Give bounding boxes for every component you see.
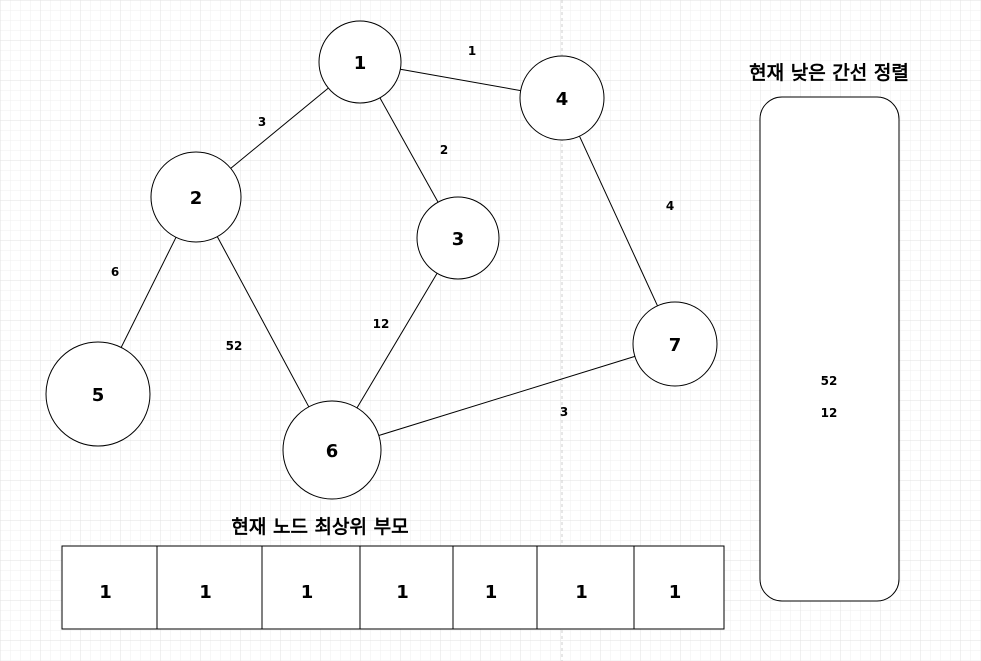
parent-cell-value: 1 bbox=[485, 582, 498, 603]
parent-cell[interactable] bbox=[61, 545, 158, 630]
sorted-edges-title: 현재 낮은 간선 정렬 bbox=[749, 62, 909, 84]
sorted-edges-list: 52 12 bbox=[821, 374, 838, 420]
node-label: 6 bbox=[326, 441, 339, 462]
edge-1-4[interactable] bbox=[400, 68, 521, 92]
node-1[interactable]: 1 bbox=[318, 20, 402, 104]
parent-cell[interactable] bbox=[536, 545, 635, 630]
parent-cell[interactable] bbox=[261, 545, 361, 630]
parent-cell[interactable] bbox=[359, 545, 454, 630]
node-label: 7 bbox=[669, 335, 682, 356]
edge-weight-label: 52 bbox=[226, 339, 243, 353]
edge-weight-label: 2 bbox=[440, 143, 448, 157]
node-label: 3 bbox=[452, 229, 465, 250]
parent-cell-value: 1 bbox=[199, 582, 212, 603]
sorted-edges-panel[interactable] bbox=[759, 96, 900, 602]
node-label: 5 bbox=[92, 385, 105, 406]
edge-1-2[interactable] bbox=[230, 87, 329, 169]
edge-weight-label: 12 bbox=[373, 317, 390, 331]
edge-4-7[interactable] bbox=[579, 135, 658, 307]
edge-1-3[interactable] bbox=[379, 97, 439, 203]
parent-cell-value: 1 bbox=[99, 582, 112, 603]
parent-array: 1 1 1 1 1 1 1 bbox=[61, 545, 725, 630]
edge-weight-label: 1 bbox=[468, 44, 476, 58]
edge-6-7[interactable] bbox=[378, 355, 636, 436]
edge-weight-label: 3 bbox=[258, 115, 266, 129]
edge-weight-label: 6 bbox=[111, 265, 119, 279]
parent-cell-value: 1 bbox=[301, 582, 314, 603]
node-circle bbox=[318, 20, 402, 104]
node-label: 1 bbox=[354, 53, 367, 74]
edge-3-6[interactable] bbox=[356, 272, 438, 409]
sorted-edge-item: 12 bbox=[821, 406, 838, 420]
node-circle bbox=[150, 151, 242, 243]
parent-cell[interactable] bbox=[452, 545, 538, 630]
edges-layer bbox=[120, 68, 658, 436]
node-7[interactable]: 7 bbox=[632, 301, 718, 387]
node-5[interactable]: 5 bbox=[45, 341, 151, 447]
edge-2-6[interactable] bbox=[216, 236, 310, 408]
sorted-edge-item: 52 bbox=[821, 374, 838, 388]
node-circle bbox=[45, 341, 151, 447]
parent-array-title: 현재 노드 최상위 부모 bbox=[231, 516, 408, 538]
node-label: 4 bbox=[556, 89, 569, 110]
parent-cell[interactable] bbox=[156, 545, 263, 630]
node-circle bbox=[416, 196, 500, 280]
node-circle bbox=[282, 400, 382, 500]
node-label: 2 bbox=[190, 188, 203, 209]
parent-cell[interactable] bbox=[633, 545, 725, 630]
edge-weight-label: 4 bbox=[666, 199, 674, 213]
node-4[interactable]: 4 bbox=[519, 55, 605, 141]
node-6[interactable]: 6 bbox=[282, 400, 382, 500]
node-2[interactable]: 2 bbox=[150, 151, 242, 243]
parent-cell-value: 1 bbox=[396, 582, 409, 603]
node-circle bbox=[632, 301, 718, 387]
node-circle bbox=[519, 55, 605, 141]
node-3[interactable]: 3 bbox=[416, 196, 500, 280]
edge-2-5[interactable] bbox=[120, 237, 177, 348]
edge-weight-label: 3 bbox=[560, 405, 568, 419]
parent-cell-value: 1 bbox=[669, 582, 682, 603]
parent-cell-value: 1 bbox=[575, 582, 588, 603]
